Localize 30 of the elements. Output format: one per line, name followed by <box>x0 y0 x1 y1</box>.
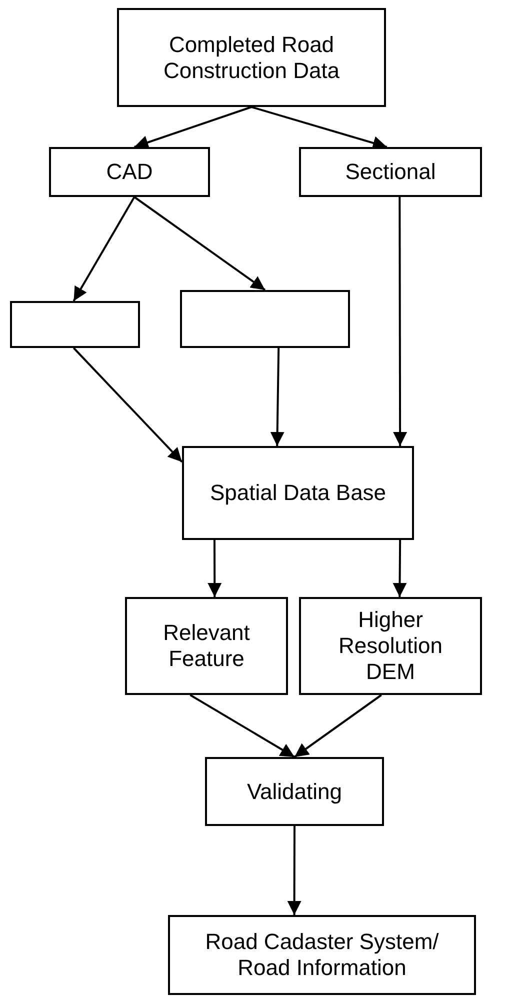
process-box <box>205 757 384 826</box>
arrow <box>134 196 266 291</box>
arrow <box>270 348 284 446</box>
process-box <box>49 147 210 197</box>
box-label: Road Cadaster System/ Road Information <box>204 929 440 981</box>
box-label: Sectional <box>345 159 436 185</box>
process-box <box>168 915 476 995</box>
box-label: Spatial Data Base <box>210 480 386 506</box>
box-label: Validating <box>247 778 342 804</box>
empty-box <box>10 301 140 348</box>
box-label: Higher Resolution DEM <box>338 607 444 685</box>
process-box <box>125 597 288 695</box>
process-box <box>117 8 386 107</box>
arrow <box>72 347 183 463</box>
box-label: Relevant Feature <box>162 620 251 672</box>
arrow <box>294 694 382 758</box>
arrow <box>392 540 407 597</box>
arrow <box>251 106 388 150</box>
box-label: CAD <box>106 159 153 185</box>
process-box <box>299 597 482 695</box>
arrow <box>393 197 408 446</box>
process-box <box>299 147 482 197</box>
empty-box <box>180 290 350 348</box>
arrow <box>190 694 296 758</box>
process-box <box>182 446 414 540</box>
arrow <box>72 196 136 302</box>
arrow <box>208 540 222 597</box>
arrow <box>287 826 302 915</box>
arrow <box>134 106 252 150</box>
box-label: Completed Road Construction Data <box>162 32 341 84</box>
